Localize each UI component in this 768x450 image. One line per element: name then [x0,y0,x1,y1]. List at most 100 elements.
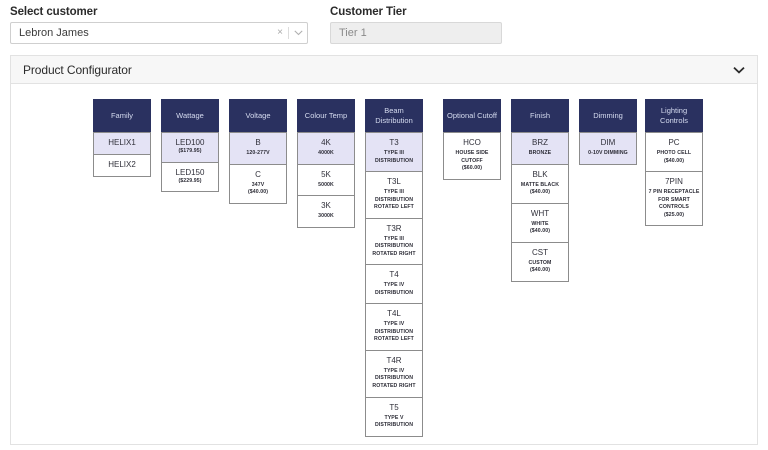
option-wattage-led100[interactable]: LED100($179.95) [161,132,219,163]
product-configurator-accordion-header[interactable]: Product Configurator [10,55,758,84]
chevron-down-icon[interactable] [289,30,307,36]
column-header-lighting-controls: Lighting Controls [645,99,703,132]
option-description: PHOTO CELL [656,150,692,156]
customer-tier-label: Customer Tier [330,6,407,18]
option-price: ($40.00) [529,228,551,235]
configurator-column-colour-temp: Colour Temp 4K 4000K 5K 5000K 3K 3000K [297,99,355,228]
top-form-bar: Select customer Lebron James × Customer … [0,0,768,52]
option-description: TYPE V DISTRIBUTION [374,414,414,429]
option-beam-distribution-t4r[interactable]: T4R TYPE IV DISTRIBUTION ROTATED RIGHT [365,350,423,398]
option-description: 120-277V [246,150,270,156]
select-customer-label: Select customer [10,6,98,18]
option-wattage-led150[interactable]: LED150($229.95) [161,162,219,193]
option-description: TYPE IV DISTRIBUTION ROTATED LEFT [374,321,414,343]
option-beam-distribution-t3l[interactable]: T3L TYPE III DISTRIBUTION ROTATED LEFT [365,172,423,219]
option-code: C [255,169,261,179]
option-code: HELIX1 [108,138,136,147]
column-header-family: Family [93,99,151,132]
column-header-dimming: Dimming [579,99,637,132]
option-description: TYPE III DISTRIBUTION ROTATED LEFT [374,189,414,211]
column-header-optional-cutoff: Optional Cutoff [443,99,501,132]
option-code: HELIX2 [108,160,136,169]
option-voltage-b[interactable]: B 120-277V [229,132,287,165]
option-price: ($179.95) [178,148,202,154]
option-code: B [255,138,261,147]
option-price: ($40.00) [663,157,685,164]
option-code: PC [668,138,680,147]
option-beam-distribution-t4l[interactable]: T4L TYPE IV DISTRIBUTION ROTATED LEFT [365,304,423,351]
select-divider [288,27,289,39]
column-header-finish: Finish [511,99,569,132]
option-description: 7 PIN RECEPTACLE FOR SMART CONTROLS [648,189,700,211]
clear-icon[interactable]: × [277,27,283,38]
option-code: CST [532,247,548,257]
option-price: ($40.00) [529,189,551,196]
customer-select[interactable]: Lebron James × [10,22,308,44]
option-description: BRONZE [528,150,552,156]
option-code: DIM [600,138,616,147]
customer-tier-field-group: Customer Tier Tier 1 [330,6,502,44]
option-code: 5K [321,169,331,179]
option-lighting-controls-pc[interactable]: PC PHOTO CELL($40.00) [645,132,703,173]
option-price: ($229.95) [178,177,202,184]
option-code: 7PIN [665,177,683,187]
option-description: MATTE BLACK [520,181,560,188]
option-description: TYPE III DISTRIBUTION ROTATED RIGHT [372,235,416,257]
option-family-helix2[interactable]: HELIX2 [93,155,151,177]
chevron-down-icon[interactable] [733,66,745,74]
option-code: T5 [389,402,399,412]
option-description: WHITE [531,220,549,227]
option-code: 3K [321,201,331,211]
option-voltage-c[interactable]: C 347V($40.00) [229,164,287,204]
customer-tier-input: Tier 1 [330,22,502,44]
option-code: LED100 [175,138,205,147]
option-code: 4K [321,138,331,147]
option-colour-temp-5k[interactable]: 5K 5000K [297,164,355,197]
option-description: TYPE IV DISTRIBUTION ROTATED RIGHT [372,367,416,389]
customer-field-group: Select customer Lebron James × [10,6,308,44]
option-family-helix1[interactable]: HELIX1 [93,132,151,155]
option-description: TYPE III DISTRIBUTION [374,150,414,164]
option-description: 5000K [318,181,334,188]
option-finish-wht[interactable]: WHT WHITE($40.00) [511,203,569,243]
option-colour-temp-4k[interactable]: 4K 4000K [297,132,355,165]
option-description: 347V [251,181,265,188]
option-description: 3000K [318,213,334,220]
option-optional-cutoff-hco[interactable]: HCO HOUSE SIDE CUTOFF($60.00) [443,132,501,180]
option-code: T4R [386,355,402,365]
option-price: ($60.00) [461,165,483,172]
option-code: T3 [389,138,399,147]
option-code: HCO [463,138,481,147]
option-description: TYPE IV DISTRIBUTION [374,282,414,296]
option-colour-temp-3k[interactable]: 3K 3000K [297,196,355,228]
column-header-colour-temp: Colour Temp [297,99,355,132]
page-title: Product Configurator [23,62,132,77]
option-description: HOUSE SIDE CUTOFF [455,150,489,164]
column-header-beam-distribution: Beam Distribution [365,99,423,132]
option-price: ($40.00) [529,267,551,274]
option-code: T4L [387,309,401,319]
customer-selected-value: Lebron James [19,27,89,39]
option-lighting-controls-7pin[interactable]: 7PIN 7 PIN RECEPTACLE FOR SMART CONTROLS(… [645,172,703,227]
option-code: T3L [387,177,401,187]
option-price: ($40.00) [247,189,269,196]
option-code: WHT [530,208,550,218]
option-price: ($25.00) [663,211,685,218]
option-description: 4000K [318,150,334,156]
